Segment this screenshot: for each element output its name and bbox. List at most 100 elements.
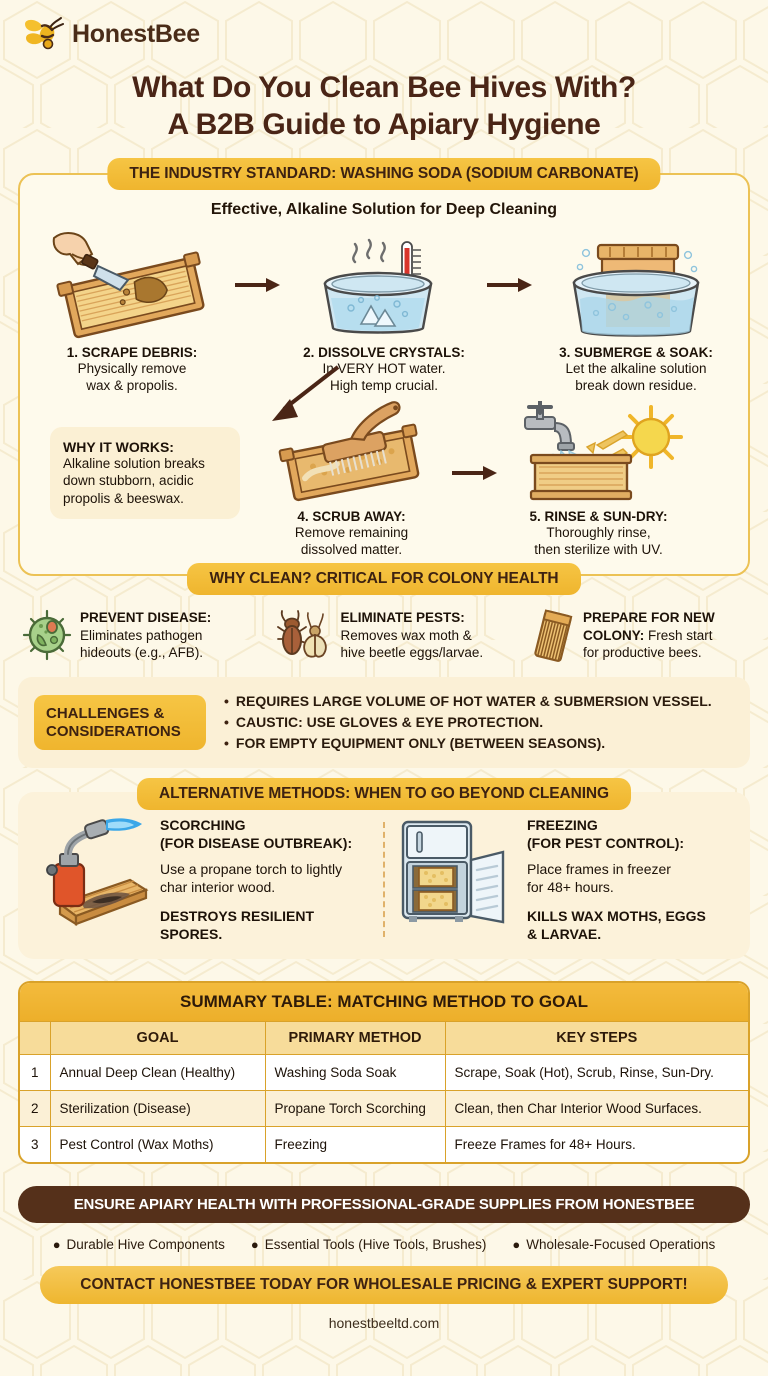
- benefit-2-heading: ELIMINATE PESTS:: [340, 610, 465, 626]
- arrow-diagonal-step-3-to-4-icon: [272, 365, 340, 421]
- benefit-1-text: PREVENT DISEASE: Eliminates pathogen hid…: [80, 609, 211, 661]
- header-index: [20, 1021, 51, 1055]
- why-it-works-line-2: down stubborn, acidic: [63, 473, 194, 489]
- benefit-3-text: PREPARE FOR NEW COLONY: Fresh start for …: [583, 609, 715, 661]
- bullet-icon: ●: [512, 1237, 521, 1253]
- step-5-title: 5. RINSE & SUN-DRY:: [529, 508, 668, 524]
- row-index: 3: [20, 1126, 51, 1163]
- bullet-icon: ●: [52, 1237, 61, 1253]
- why-it-works-line-3: propolis & beeswax.: [63, 490, 184, 506]
- benefit-1-line-2: hideouts (e.g., AFB).: [80, 644, 204, 660]
- contact-cta-button[interactable]: CONTACT HONESTBEE TODAY FOR WHOLESALE PR…: [40, 1266, 728, 1305]
- bullet-icon: •: [224, 735, 229, 752]
- header-primary-method: PRIMARY METHOD: [265, 1021, 446, 1055]
- step-3-body-1: Let the alkaline solution: [565, 361, 707, 377]
- step-5: 5. RINSE & SUN-DRY: Thoroughly rinse, th…: [501, 399, 696, 559]
- benefit-2-line-2: hive beetle eggs/larvae.: [340, 644, 484, 660]
- why-clean-banner-wrap: WHY CLEAN? CRITICAL FOR COLONY HEALTH: [18, 563, 750, 596]
- table-row: 2 Sterilization (Disease) Propane Torch …: [20, 1090, 748, 1127]
- step-2-illustration: [286, 225, 482, 343]
- steps-row-top: 1. SCRAPE DEBRIS: Physically remove wax …: [34, 225, 734, 395]
- summary-table-title: SUMMARY TABLE: MATCHING METHOD TO GOAL: [20, 983, 748, 1022]
- alternative-scorching: SCORCHING (FOR DISEASE OUTBREAK): Use a …: [30, 816, 371, 943]
- title-line-2: A B2B Guide to Apiary Hygiene: [167, 107, 601, 141]
- title-line-1: What Do You Clean Bee Hives With?: [132, 71, 636, 104]
- feature-item: ● Essential Tools (Hive Tools, Brushes): [251, 1237, 486, 1252]
- step-3-body-2: break down residue.: [575, 378, 697, 394]
- arrow-right-icon: [235, 278, 280, 293]
- header-key-steps: KEY STEPS: [445, 1021, 748, 1055]
- table-row: 1 Annual Deep Clean (Healthy) Washing So…: [20, 1054, 748, 1091]
- brand-name: HonestBee: [72, 19, 200, 48]
- row-steps: Scrape, Soak (Hot), Scrub, Rinse, Sun-Dr…: [445, 1054, 748, 1091]
- why-it-works-title: WHY IT WORKS:: [63, 438, 174, 455]
- alternative-freezing: FREEZING (FOR PEST CONTROL): Place frame…: [397, 816, 738, 943]
- challenges-badge-line-1: CHALLENGES &: [46, 705, 165, 723]
- challenge-item: • REQUIRES LARGE VOLUME OF HOT WATER & S…: [224, 691, 734, 712]
- why-it-works-box: WHY IT WORKS: Alkaline solution breaks d…: [50, 426, 240, 520]
- step-4-body-2: dissolved matter.: [300, 541, 403, 557]
- steps-row-bottom: WHY IT WORKS: Alkaline solution breaks d…: [34, 365, 734, 559]
- step-5-illustration: [501, 399, 696, 507]
- table-row: 3 Pest Control (Wax Moths) Freezing Free…: [20, 1126, 748, 1163]
- challenge-item: • CAUSTIC: USE GLOVES & EYE PROTECTION.: [224, 712, 734, 733]
- row-steps: Freeze Frames for 48+ Hours.: [445, 1126, 748, 1163]
- row-steps: Clean, then Char Interior Wood Surfaces.: [445, 1090, 748, 1127]
- step-2-title: 2. DISSOLVE CRYSTALS:: [303, 345, 465, 361]
- benefit-prevent-disease: PREVENT DISEASE: Eliminates pathogen hid…: [22, 609, 262, 663]
- step-1-title: 1. SCRAPE DEBRIS:: [66, 345, 198, 361]
- scorching-head-2: (FOR DISEASE OUTBREAK):: [160, 835, 353, 852]
- challenge-item: • FOR EMPTY EQUIPMENT ONLY (BETWEEN SEAS…: [224, 733, 734, 754]
- benefit-2-text: ELIMINATE PESTS: Removes wax moth & hive…: [341, 609, 484, 661]
- hot-water-tub-thermometer-icon: [323, 238, 433, 334]
- challenges-badge: CHALLENGES & CONSIDERATIONS: [34, 695, 206, 751]
- row-goal: Annual Deep Clean (Healthy): [50, 1054, 266, 1091]
- step-5-body-2: then sterilize with UV.: [534, 541, 663, 557]
- arrow-right-icon: [487, 278, 532, 293]
- row-method: Washing Soda Soak: [265, 1054, 446, 1091]
- arrow-right-icon: [452, 465, 497, 480]
- step-4-body-1: Remove remaining: [294, 524, 409, 540]
- scorching-strong: DESTROYS RESILIENT SPORES.: [160, 908, 315, 943]
- benefit-1-line-1: Eliminates pathogen: [80, 627, 203, 643]
- challenges-section: CHALLENGES & CONSIDERATIONS • REQUIRES L…: [18, 677, 750, 769]
- step-5-body-1: Thoroughly rinse,: [546, 524, 651, 540]
- benefit-1-heading: PREVENT DISEASE:: [80, 610, 212, 626]
- propane-torch-charred-wood-icon: [46, 818, 149, 927]
- faucet-icon: [523, 400, 575, 451]
- row-goal: Sterilization (Disease): [50, 1090, 266, 1127]
- benefit-3-line-1-strong: COLONY:: [583, 627, 645, 643]
- why-it-works-line-1: Alkaline solution breaks: [63, 455, 205, 471]
- arrow-step-1-to-2: [232, 225, 284, 293]
- pathogen-cell-icon: [22, 610, 72, 661]
- step-3-illustration: [538, 225, 734, 343]
- benefit-2-line-1: Removes wax moth &: [340, 627, 472, 643]
- freezing-strong-1: KILLS WAX MOTHS, EGGS: [527, 908, 706, 924]
- honeycomb-foundation-icon: [534, 609, 573, 663]
- row-method: Propane Torch Scorching: [265, 1090, 446, 1127]
- brand-logo[interactable]: HonestBee: [18, 0, 750, 58]
- freezing-body-1: Place frames in freezer: [527, 860, 671, 877]
- open-freezer-frames-icon: [401, 821, 505, 924]
- washing-soda-subtitle: Effective, Alkaline Solution for Deep Cl…: [210, 201, 558, 219]
- benefit-3-line-1-rest: Fresh start: [644, 627, 713, 643]
- step-3-title: 3. SUBMERGE & SOAK:: [559, 345, 713, 361]
- benefit-eliminate-pests: ELIMINATE PESTS: Removes wax moth & hive…: [276, 609, 517, 663]
- feature-item: ● Wholesale-Focused Operations: [512, 1237, 715, 1252]
- step-1-body-2: wax & propolis.: [86, 378, 178, 394]
- scorching-body-1: Use a propane torch to lightly: [160, 860, 343, 877]
- step-4-title: 4. SCRUB AWAY:: [297, 508, 406, 524]
- why-clean-banner: WHY CLEAN? CRITICAL FOR COLONY HEALTH: [187, 563, 581, 596]
- step-1: 1. SCRAPE DEBRIS: Physically remove wax …: [34, 225, 230, 395]
- summary-table-header-row: GOAL PRIMARY METHOD KEY STEPS: [20, 1021, 748, 1055]
- feature-label: Wholesale-Focused Operations: [526, 1237, 716, 1253]
- header-goal: GOAL: [50, 1021, 266, 1055]
- row-index: 2: [20, 1090, 51, 1127]
- feature-label: Durable Hive Components: [66, 1237, 225, 1253]
- step-1-illustration: [34, 225, 230, 343]
- website-url[interactable]: honestbeeltd.com: [328, 1315, 440, 1332]
- freezing-head-1: FREEZING: [527, 817, 598, 834]
- step-1-body-1: Physically remove: [77, 361, 187, 377]
- scorching-text-block: SCORCHING (FOR DISEASE OUTBREAK): Use a …: [160, 816, 371, 943]
- scorching-head-1: SCORCHING: [160, 817, 246, 834]
